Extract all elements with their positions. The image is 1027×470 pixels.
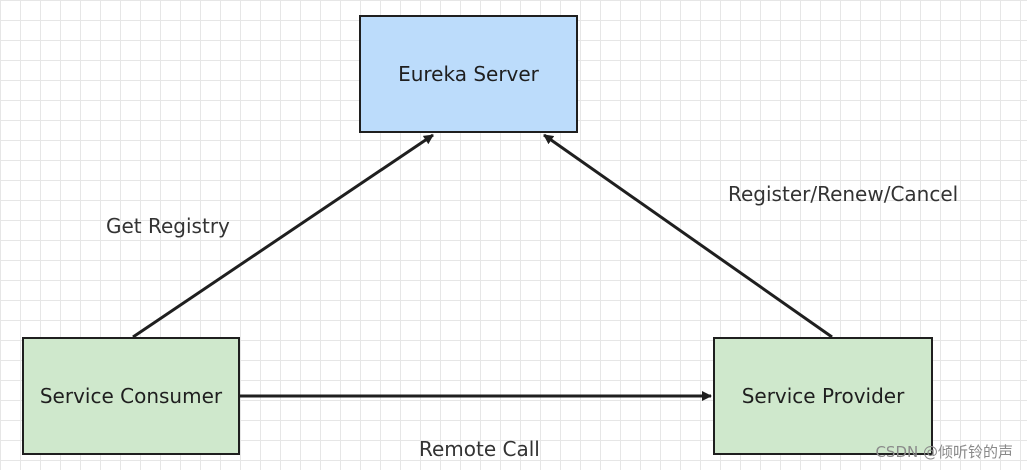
get-registry-label: Get Registry [106,214,230,238]
service-consumer-label: Service Consumer [39,384,223,408]
register-arrow [543,133,833,339]
service-provider-node[interactable]: Service Provider [713,337,933,455]
remote-call-label: Remote Call [419,437,540,461]
service-provider-label: Service Provider [741,384,905,408]
get-registry-arrow [132,133,434,339]
service-consumer-node[interactable]: Service Consumer [22,337,240,455]
eureka-server-label: Eureka Server [398,62,539,86]
watermark: CSDN @倾听铃的声 [875,443,1013,461]
eureka-server-node[interactable]: Eureka Server [359,15,578,133]
register-renew-cancel-label: Register/Renew/Cancel [728,182,959,206]
